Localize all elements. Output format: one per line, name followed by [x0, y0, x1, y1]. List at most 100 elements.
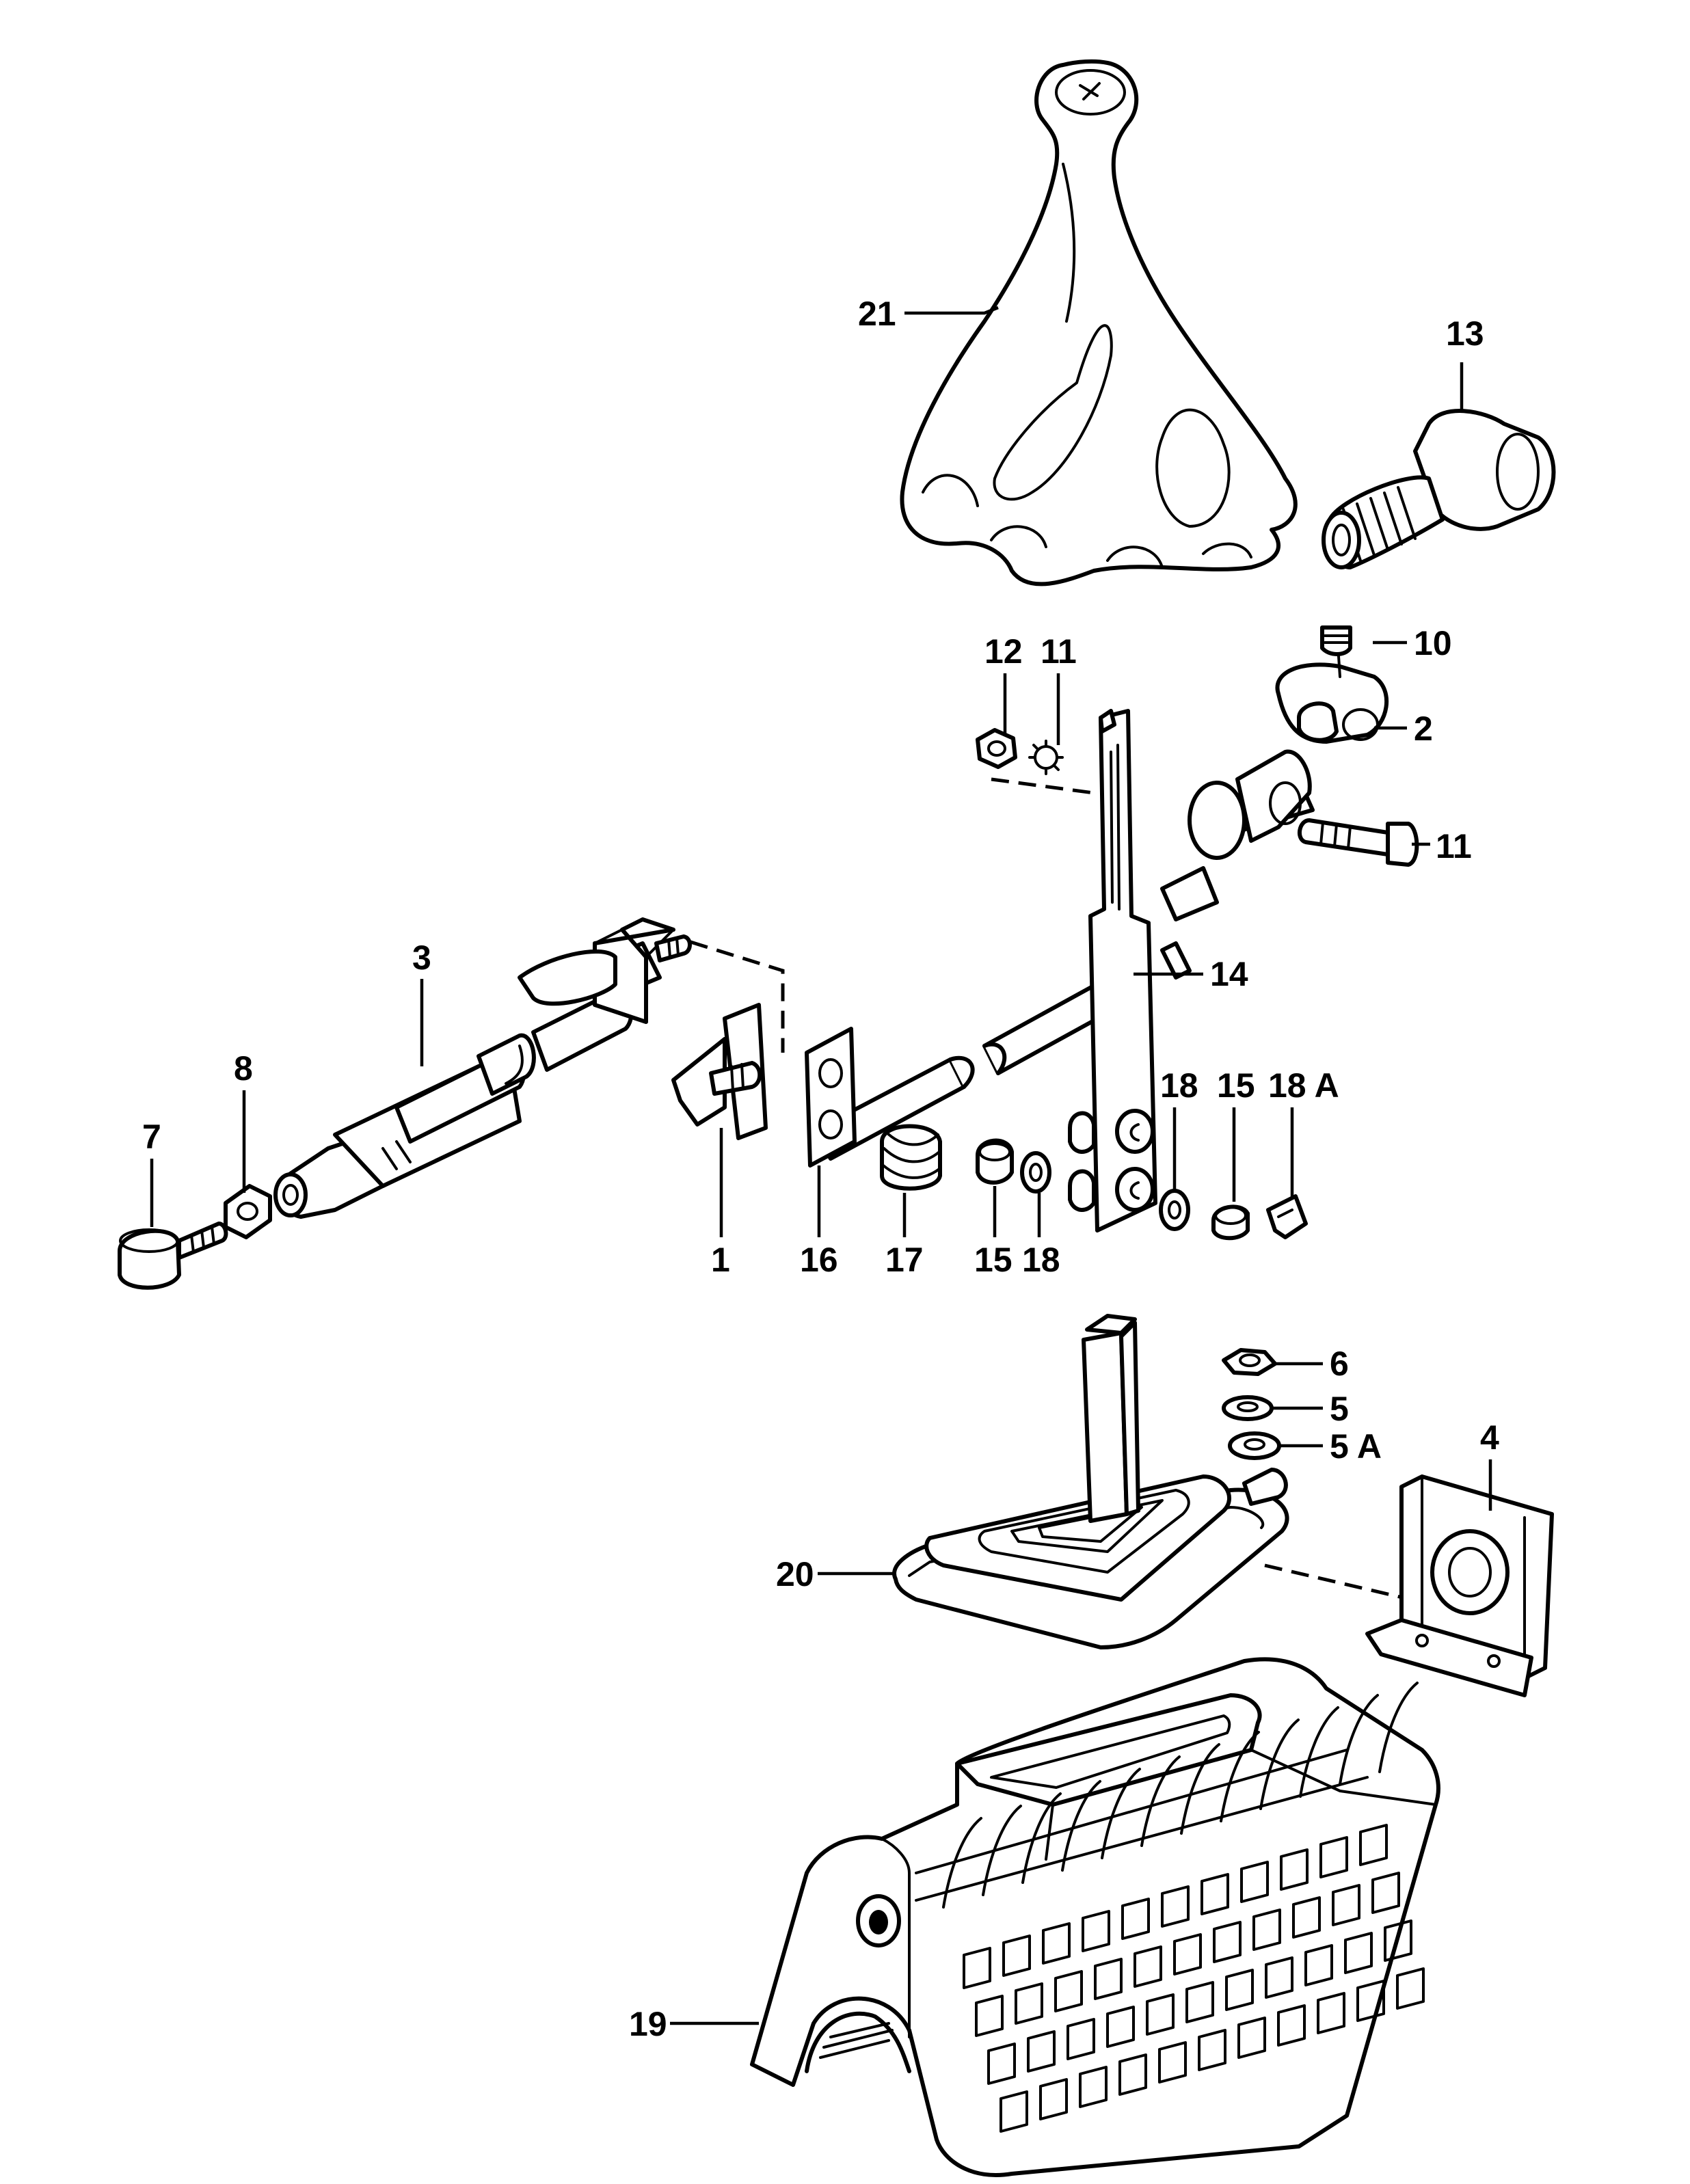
console-slot — [1198, 2029, 1226, 2071]
callout-12: 12 — [984, 632, 1023, 671]
part-4-bracket — [1365, 1474, 1554, 1697]
console-rib — [1180, 1743, 1220, 1835]
part-8-nut — [224, 1184, 272, 1239]
console-slot — [1039, 2078, 1068, 2120]
callout-18a: 18 A — [1268, 1066, 1339, 1105]
part-18-washer — [1020, 1151, 1051, 1194]
callout-labels: 21 13 12 11 10 2 11 3 14 8 7 18 15 18 A … — [142, 295, 1499, 2043]
console-slot — [1277, 2004, 1306, 2047]
part-9-set-screw — [1320, 625, 1352, 656]
console-slot — [1173, 1933, 1202, 1976]
console-slot — [1161, 1885, 1190, 1928]
console-slot — [1015, 1982, 1043, 2025]
console-rib — [1220, 1731, 1260, 1822]
callout-7: 7 — [142, 1118, 161, 1156]
callout-16: 16 — [800, 1241, 838, 1279]
console-slot — [1396, 1967, 1425, 2010]
console-slot — [1225, 1969, 1254, 2011]
console-slot — [963, 1947, 991, 1989]
console-slot — [1237, 2017, 1266, 2059]
console-slot — [1094, 1958, 1123, 2000]
part-20-gaiter-base — [892, 1314, 1289, 1649]
console-slot — [1121, 1898, 1150, 1940]
console-slot — [1384, 1919, 1412, 1962]
console-slot — [975, 1995, 1004, 2037]
console-slot — [1252, 1909, 1281, 1951]
console-rib — [982, 1805, 1022, 1896]
part-5-washer — [1222, 1395, 1274, 1421]
part-13-bolt — [1322, 409, 1556, 569]
callout-4: 4 — [1480, 1418, 1499, 1457]
console-slot — [987, 2043, 1016, 2085]
part-17-spring — [880, 1124, 942, 1191]
part-10-bolt — [1298, 818, 1419, 867]
callout-2: 2 — [1414, 710, 1433, 748]
leader-lines — [150, 306, 1492, 2025]
part-2-clamp — [1275, 655, 1389, 744]
part-18a-clip — [1266, 1194, 1308, 1239]
part-1-bracket — [671, 1003, 768, 1140]
callout-14: 14 — [1210, 955, 1248, 993]
part-16-plate — [805, 1027, 857, 1168]
console-slot — [1265, 1956, 1293, 1999]
part-18-washer-2 — [1159, 1189, 1190, 1231]
console-slot — [1134, 1945, 1162, 1988]
console-slot — [1054, 1970, 1083, 2012]
part-5a-washer — [1228, 1431, 1281, 1460]
callout-11: 11 — [1041, 632, 1077, 671]
callout-17: 17 — [885, 1241, 924, 1279]
callout-1: 1 — [711, 1241, 730, 1279]
callout-18-left: 18 — [1022, 1241, 1060, 1279]
console-rib — [942, 1817, 982, 1909]
callout-9: 10 — [1414, 624, 1452, 662]
console-slot — [1317, 1992, 1345, 2034]
console-slot — [1079, 2066, 1108, 2108]
callout-3: 3 — [412, 939, 431, 977]
console-slot — [1371, 1872, 1400, 1914]
console-rib — [1259, 1718, 1300, 1810]
console-slot — [1304, 1944, 1333, 1986]
console-slot — [1319, 1836, 1348, 1878]
console-rib — [1378, 1682, 1419, 1773]
console-slot-grid — [942, 1682, 1425, 2133]
callout-15-right: 15 — [1217, 1066, 1255, 1105]
console-slot — [1356, 1980, 1385, 2022]
console-rib — [1140, 1755, 1181, 1847]
part-14-shift-lever — [1068, 709, 1157, 1232]
console-slot — [1213, 1921, 1242, 1963]
part-7-eye-bolt — [118, 1222, 228, 1290]
console-rib — [1299, 1706, 1339, 1798]
callout-19: 19 — [629, 2005, 667, 2043]
console-rib — [1101, 1768, 1141, 1859]
callout-5: 5 — [1330, 1390, 1349, 1428]
part-19-console-housing — [750, 1657, 1440, 2177]
callout-5a: 5 A — [1330, 1427, 1382, 1466]
callout-6: 6 — [1330, 1345, 1349, 1383]
console-slot — [1201, 1873, 1229, 1915]
console-slot — [1158, 2041, 1187, 2084]
callout-10: 11 — [1436, 827, 1472, 865]
console-slot — [1027, 2030, 1056, 2073]
callout-21: 21 — [858, 295, 896, 333]
console-slot — [1067, 2018, 1095, 2060]
callout-13: 13 — [1446, 314, 1484, 353]
console-slot — [1042, 1922, 1071, 1965]
console-rib — [1061, 1780, 1101, 1872]
console-slot — [1185, 1981, 1214, 2023]
console-slot — [1344, 1932, 1373, 1974]
console-slot — [1000, 2090, 1028, 2133]
part-6-nut — [1222, 1348, 1277, 1376]
console-slot — [1240, 1861, 1269, 1903]
callout-18-right: 18 — [1160, 1066, 1198, 1105]
console-slot — [1146, 1993, 1175, 2036]
part-3-shift-rod — [273, 917, 692, 1219]
console-slot — [1106, 2006, 1135, 2048]
part-11-lock-washer — [1028, 740, 1064, 775]
callout-8: 8 — [234, 1049, 253, 1088]
console-slot — [1002, 1934, 1031, 1977]
part-12-nut — [976, 728, 1017, 769]
part-15-bushing-2 — [1211, 1204, 1250, 1241]
console-rib — [1339, 1694, 1379, 1785]
console-slot — [1280, 1848, 1309, 1891]
